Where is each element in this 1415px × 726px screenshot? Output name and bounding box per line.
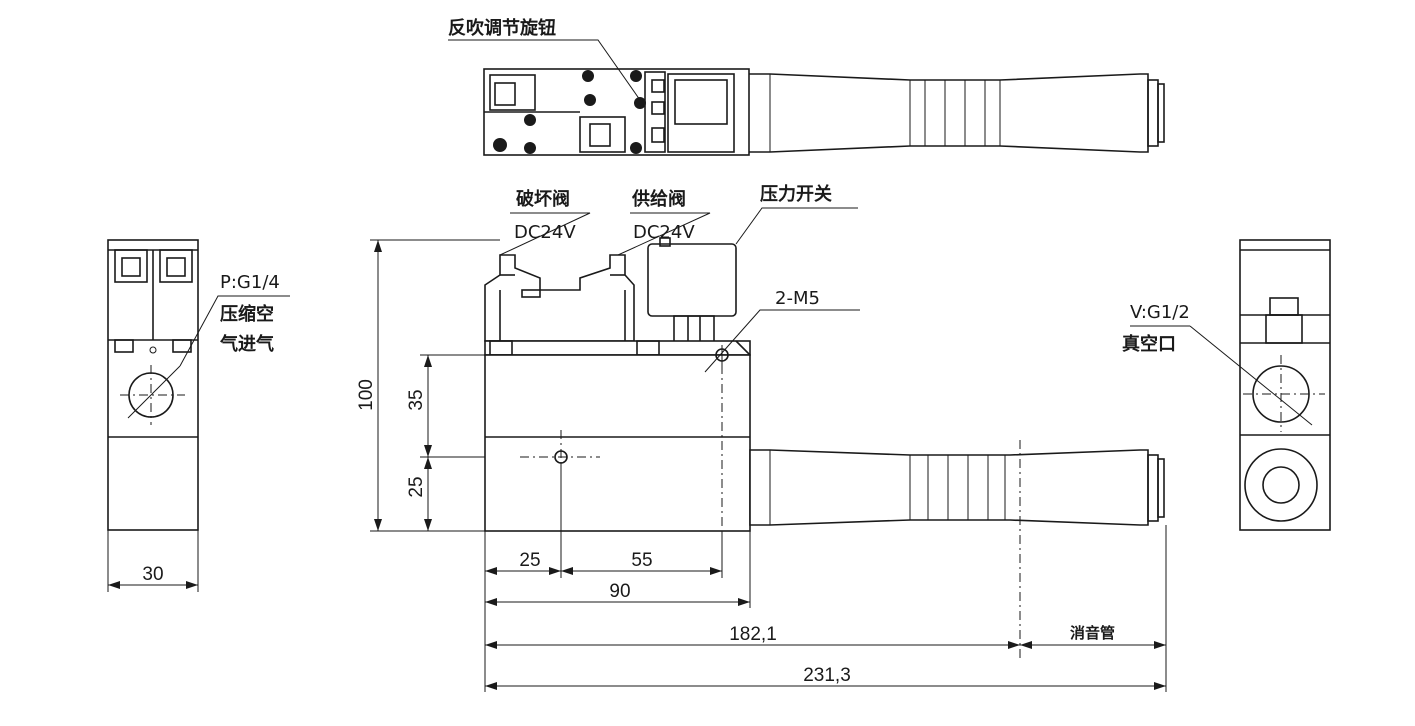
label-port-v: V:G1/2 [1130,302,1190,323]
dim-30: 30 [142,564,163,585]
label-mount-holes: 2-M5 [775,288,820,309]
dim-55: 55 [631,550,652,571]
right-side-view [1130,239,1331,531]
main-body [484,354,751,532]
left-side-view [107,239,290,531]
label-vacuum-port: 真空口 [1122,333,1176,355]
label-blowback-knob: 反吹调节旋钮 [448,17,556,39]
label-pressure-switch: 压力开关 [760,183,832,205]
top-connector-2 [579,116,626,153]
top-connector-1 [489,74,536,111]
front-view [484,207,1165,660]
label-port-p: P:G1/4 [220,272,280,293]
valve-assembly [484,254,635,342]
vacuum-port-outer [1244,448,1318,522]
dim-25-horizontal: 25 [519,550,540,571]
pressure-switch-body [647,243,737,317]
label-dc24v-2: DC24V [633,222,695,243]
pressure-switch-display [667,73,735,153]
dim-231-3: 231,3 [803,665,851,686]
blowback-knob-icon [634,97,646,109]
front-silencer-tube [749,449,1149,526]
dim-182-1: 182,1 [729,624,777,645]
dimensions [107,239,1167,692]
top-silencer-tube [749,73,1149,153]
label-air-inlet-line1: 压缩空 [220,303,274,325]
dim-100: 100 [356,379,377,411]
label-dc24v-1: DC24V [514,222,576,243]
dim-25-vertical: 25 [406,476,427,497]
dim-90: 90 [609,581,630,602]
dim-35: 35 [406,389,427,410]
label-break-valve: 破坏阀 [516,188,570,210]
label-supply-valve: 供给阀 [631,188,686,210]
label-muffler: 消音管 [1070,624,1115,642]
label-air-inlet-line2: 气进气 [219,333,274,355]
top-view [448,39,1165,156]
